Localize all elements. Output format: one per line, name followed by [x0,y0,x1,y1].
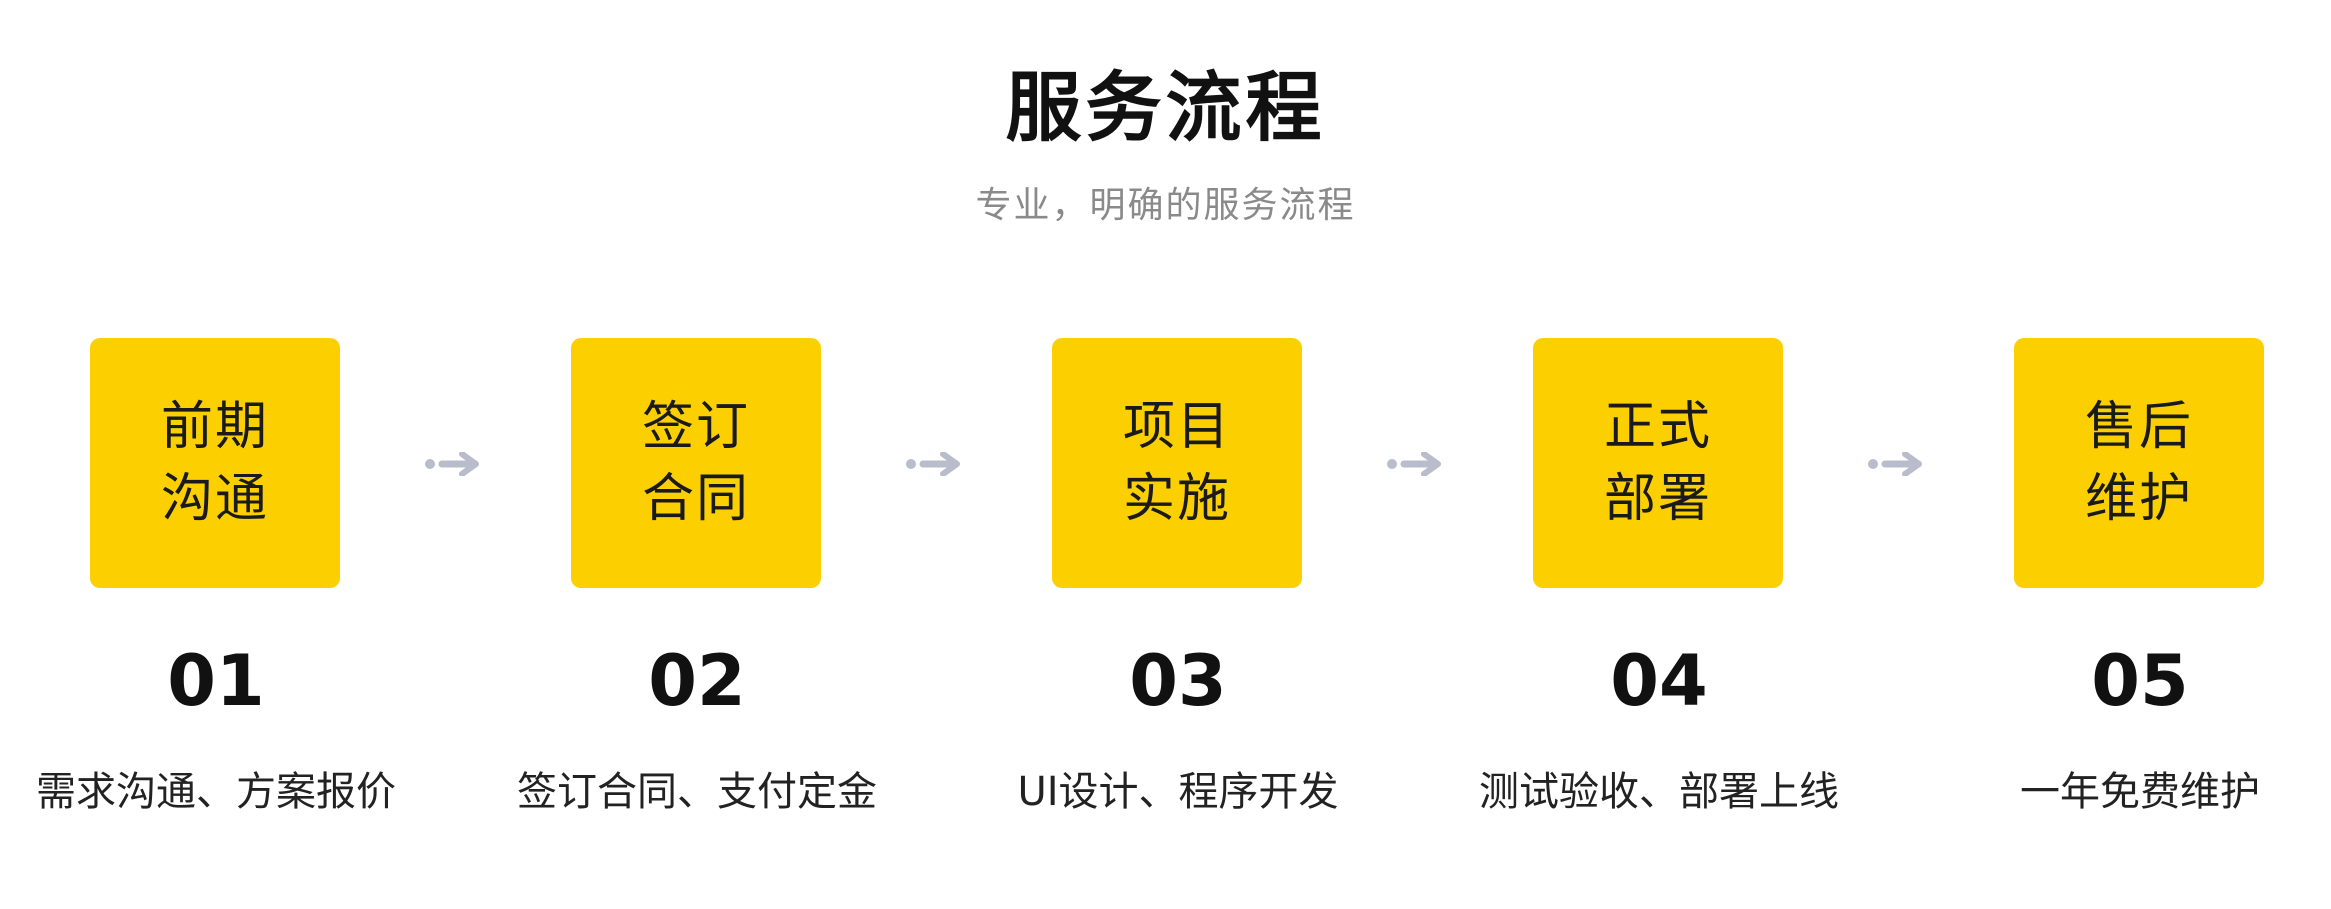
page-subtitle: 专业，明确的服务流程 [975,185,1356,226]
step-number: 03 [1129,640,1227,722]
step-card-line-2: 合同 [641,469,750,529]
step-card-line-2: 部署 [1603,469,1712,529]
arrow-right-icon [425,452,479,476]
step-number: 04 [1610,640,1708,722]
step-number: 05 [2091,640,2189,722]
step-card: 正式 部署 [1533,338,1783,588]
arrow-right-icon [1387,452,1441,476]
step-card-line-2: 维护 [2084,469,2193,529]
step-number: 01 [167,640,265,722]
step-card-line-1: 正式 [1603,397,1712,457]
step-card-line-1: 前期 [160,397,269,457]
step-card-line-1: 签订 [641,397,750,457]
step-description: 测试验收、部署上线 [1479,769,1839,815]
step-card: 前期 沟通 [90,338,340,588]
step-number: 02 [648,640,746,722]
page-title: 服务流程 [1005,63,1326,152]
step-description: UI设计、程序开发 [1017,769,1339,815]
arrow-right-icon [1868,452,1922,476]
step-card: 签订 合同 [571,338,821,588]
step-description: 需求沟通、方案报价 [36,769,396,815]
step-card-line-2: 实施 [1122,469,1231,529]
step-description: 签订合同、支付定金 [517,769,877,815]
step-card: 项目 实施 [1052,338,1302,588]
step-description: 一年免费维护 [2020,769,2260,815]
step-card-line-1: 售后 [2084,397,2193,457]
arrow-right-icon [906,452,960,476]
step-card-line-2: 沟通 [160,469,269,529]
step-card-line-1: 项目 [1122,397,1231,457]
step-card: 售后 维护 [2014,338,2264,588]
